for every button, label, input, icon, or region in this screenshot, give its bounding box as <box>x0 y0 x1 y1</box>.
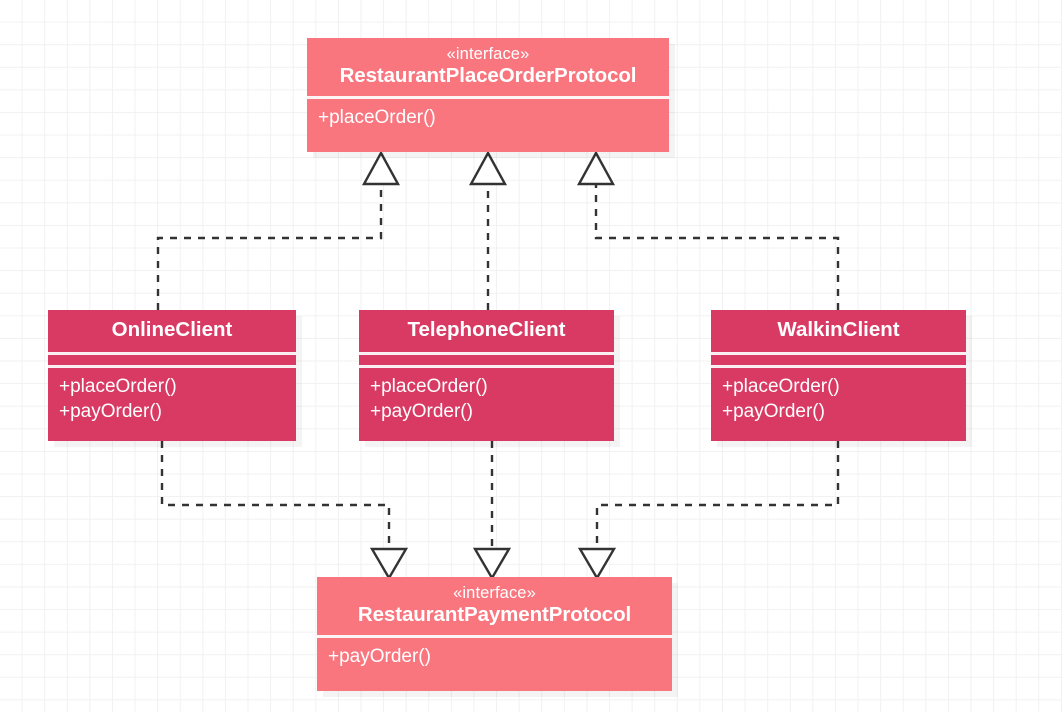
realization-arrowhead-up-walkin <box>576 150 616 186</box>
node-title-section: WalkinClient <box>711 310 966 352</box>
section-divider <box>359 352 614 356</box>
edge-walkin-to-payment <box>595 441 840 551</box>
node-attributes-section <box>711 355 966 365</box>
node-attributes-section <box>359 355 614 365</box>
node-methods-section: +placeOrder() +payOrder() <box>48 368 296 441</box>
realization-arrowhead-up-online <box>361 150 401 186</box>
realization-arrowhead-down-online <box>369 547 409 581</box>
node-attributes-section <box>48 355 296 365</box>
method-item: +placeOrder() <box>318 106 436 128</box>
class-name-label: OnlineClient <box>111 318 233 341</box>
section-divider <box>317 634 672 638</box>
section-divider <box>48 352 296 356</box>
node-restaurant-place-order-protocol[interactable]: «interface» RestaurantPlaceOrderProtocol… <box>307 38 669 152</box>
stereotype-label: «interface» <box>446 45 530 63</box>
section-divider <box>307 95 669 99</box>
edge-online-to-payment <box>160 441 391 551</box>
method-item: +placeOrder() <box>59 376 177 398</box>
node-telephone-client[interactable]: TelephoneClient +placeOrder() +payOrder(… <box>359 310 614 441</box>
class-name-label: RestaurantPaymentProtocol <box>357 602 632 626</box>
section-divider <box>711 365 966 369</box>
section-divider <box>48 365 296 369</box>
stereotype-label: «interface» <box>453 584 536 602</box>
section-divider <box>359 365 614 369</box>
node-restaurant-payment-protocol[interactable]: «interface» RestaurantPaymentProtocol +p… <box>317 577 672 691</box>
node-methods-section: +placeOrder() +payOrder() <box>711 368 966 441</box>
node-title-section: OnlineClient <box>48 310 296 352</box>
edge-walkin-to-placeorder <box>594 182 840 310</box>
node-methods-section: +payOrder() <box>317 638 672 691</box>
method-item: +placeOrder() <box>722 376 840 398</box>
realization-arrowhead-up-telephone <box>468 150 508 186</box>
realization-arrowhead-down-telephone <box>472 547 512 581</box>
method-item: +payOrder() <box>59 401 162 423</box>
class-name-label: WalkinClient <box>777 318 900 341</box>
class-name-label: RestaurantPlaceOrderProtocol <box>339 63 637 87</box>
node-walkin-client[interactable]: WalkinClient +placeOrder() +payOrder() <box>711 310 966 441</box>
method-item: +payOrder() <box>328 645 431 667</box>
edge-online-to-placeorder <box>156 182 383 310</box>
node-title-section: «interface» RestaurantPlaceOrderProtocol <box>307 38 669 96</box>
node-title-section: TelephoneClient <box>359 310 614 352</box>
node-online-client[interactable]: OnlineClient +placeOrder() +payOrder() <box>48 310 296 441</box>
method-item: +placeOrder() <box>370 376 488 398</box>
realization-arrowhead-down-walkin <box>577 547 617 581</box>
node-methods-section: +placeOrder() +payOrder() <box>359 368 614 441</box>
method-item: +payOrder() <box>722 401 825 423</box>
node-title-section: «interface» RestaurantPaymentProtocol <box>317 577 672 635</box>
node-methods-section: +placeOrder() <box>307 99 669 152</box>
section-divider <box>711 352 966 356</box>
method-item: +payOrder() <box>370 401 473 423</box>
class-name-label: TelephoneClient <box>407 318 566 341</box>
